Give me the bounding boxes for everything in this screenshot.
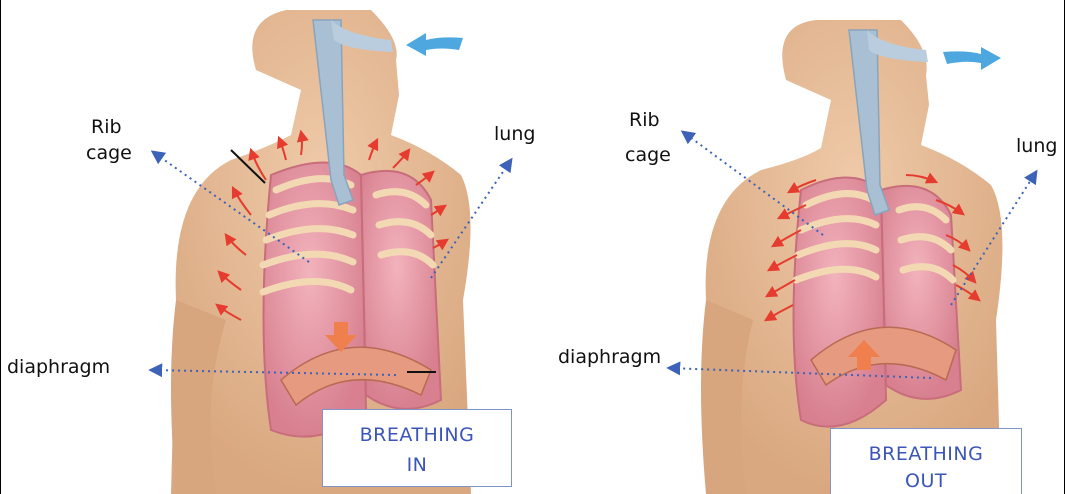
exhale-label-diaphragm: diaphragm: [558, 345, 661, 370]
exhale-caption-line1: BREATHING: [831, 439, 1021, 470]
exhale-label-cage: cage: [625, 143, 671, 168]
inhale-label-lung: lung: [494, 122, 535, 147]
inhale-air-arrow: [406, 33, 463, 56]
inhale-label-cage: cage: [86, 141, 132, 166]
inhale-caption-box: BREATHING IN: [322, 409, 512, 487]
exhale-label-lung: lung: [1016, 134, 1057, 159]
exhale-figure: [701, 20, 1002, 494]
exhale-caption-box: BREATHING OUT: [830, 428, 1022, 494]
inhale-caption-line1: BREATHING: [323, 420, 511, 451]
exhale-caption-line2: OUT: [831, 470, 1021, 492]
inhale-label-diaphragm: diaphragm: [7, 355, 110, 380]
exhale-air-arrow: [943, 47, 1001, 70]
inhale-label-rib: Rib: [91, 115, 122, 140]
exhale-label-rib: Rib: [629, 108, 660, 133]
exhale-lung-left: [794, 178, 887, 427]
inhale-caption-line2: IN: [323, 451, 511, 479]
